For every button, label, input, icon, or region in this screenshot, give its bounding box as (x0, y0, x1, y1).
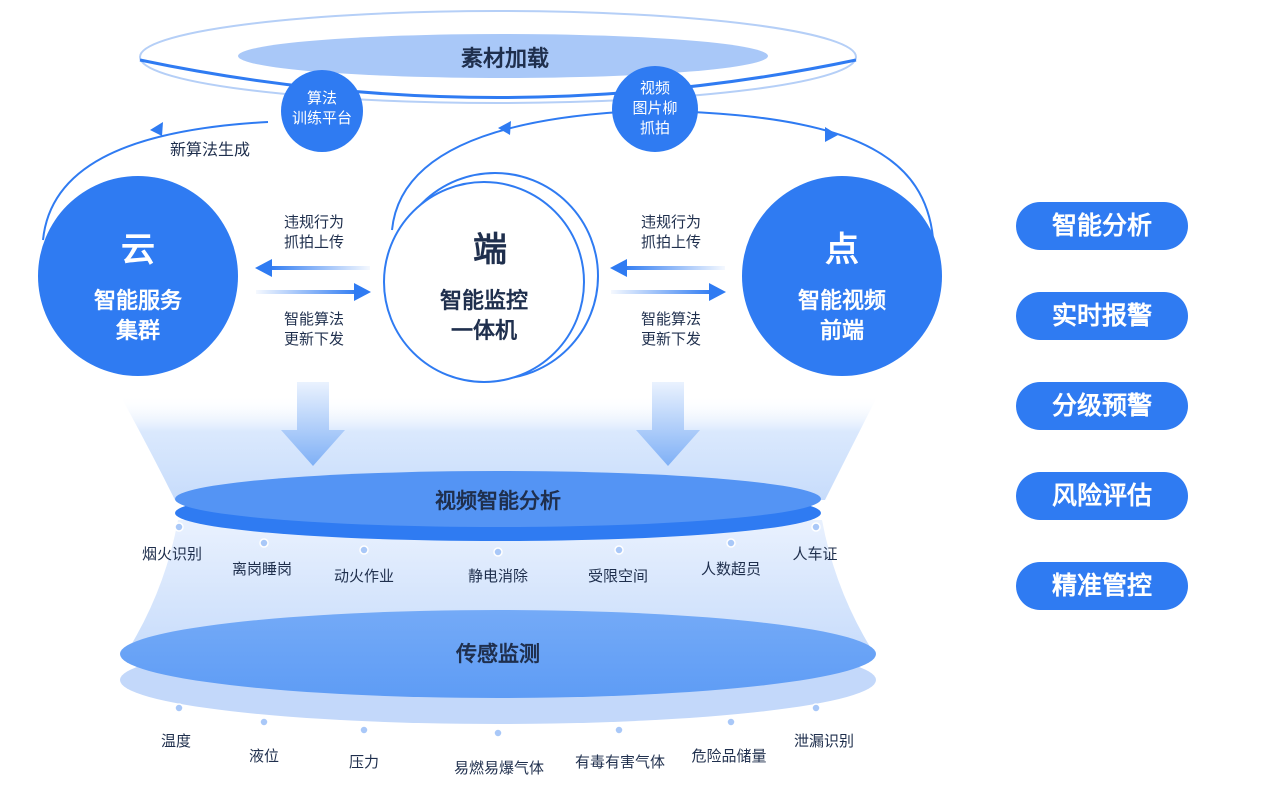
top-ring-front (139, 58, 857, 99)
sensor-item: 温度 (160, 732, 191, 750)
cloud-label-line2: 集群 (115, 319, 160, 344)
edge-label-line2: 一体机 (450, 319, 517, 344)
left-download-label: 智能算法 更新下发 (266, 309, 362, 349)
video-item-dot (614, 545, 624, 555)
train-platform-line2: 训练平台 (291, 109, 352, 127)
cloud-glyph: 云 (121, 230, 155, 270)
cloud-label: 智能服务 集群 (38, 287, 238, 347)
right-upload-label: 违规行为 抓拍上传 (623, 212, 719, 252)
edge-node (383, 181, 585, 383)
point-node (742, 176, 942, 376)
video-item-dot (359, 545, 369, 555)
right-upload-line1: 违规行为 (640, 213, 701, 231)
left-download-arrow (256, 283, 371, 301)
feature-pill-precise-control[interactable]: 精准管控 (1016, 562, 1188, 610)
right-upload-line2: 抓拍上传 (640, 233, 701, 251)
capture-line2: 图片柳 (632, 99, 678, 117)
left-upload-label: 违规行为 抓拍上传 (266, 212, 362, 252)
sensor-item: 液位 (248, 747, 279, 765)
down-arrow-left (281, 382, 345, 466)
video-item-dot (174, 522, 184, 532)
video-item: 受限空间 (587, 567, 648, 585)
video-item: 烟火识别 (141, 545, 202, 563)
new-algorithm-label: 新算法生成 (170, 140, 251, 159)
right-download-line2: 更新下发 (640, 330, 701, 348)
sensor-item: 有毒有害气体 (574, 753, 665, 771)
capture-line1: 视频 (639, 79, 670, 97)
sensor-item-dot (726, 717, 736, 727)
sensor-item-dot (614, 725, 624, 735)
left-download-line2: 更新下发 (283, 330, 344, 348)
video-item: 静电消除 (467, 567, 528, 585)
top-ring-label: 素材加载 (460, 47, 549, 72)
capture-label: 视频 图片柳 抓拍 (615, 78, 695, 138)
video-item: 动火作业 (333, 567, 394, 585)
video-item: 离岗睡岗 (231, 560, 292, 578)
capture-line3: 抓拍 (639, 119, 670, 137)
video-item-dot (259, 538, 269, 548)
point-label: 智能视频 前端 (742, 287, 942, 347)
orbit-arrowhead-left (150, 122, 163, 136)
sensor-item: 危险品储量 (691, 747, 767, 765)
sensor-item-dot (811, 703, 821, 713)
point-label-line1: 智能视频 (797, 289, 886, 314)
video-layer-title: 视频智能分析 (435, 489, 561, 513)
feature-pill-realtime-alarm[interactable]: 实时报警 (1016, 292, 1188, 340)
cloud-node (38, 176, 238, 376)
sensor-item-dot (259, 717, 269, 727)
feature-pill-risk-assessment[interactable]: 风险评估 (1016, 472, 1188, 520)
sensor-item: 泄漏识别 (793, 732, 854, 750)
point-glyph: 点 (825, 230, 859, 270)
sensor-item-dot (493, 728, 503, 738)
left-upload-arrow (255, 259, 370, 277)
sensor-item-dot (359, 725, 369, 735)
train-platform-label: 算法 训练平台 (282, 88, 362, 128)
feature-pill-graded-warning[interactable]: 分级预警 (1016, 382, 1188, 430)
edge-label: 智能监控 一体机 (384, 287, 584, 347)
top-ring-inner (238, 34, 768, 78)
right-download-arrow (611, 283, 726, 301)
top-ring-outer (139, 10, 857, 104)
left-upload-line1: 违规行为 (283, 213, 344, 231)
cloud-label-line1: 智能服务 (93, 289, 182, 314)
edge-glyph: 端 (473, 230, 507, 270)
sensor-disc-top (120, 610, 876, 698)
orbit-arrowhead-right (825, 127, 838, 142)
sensor-item: 压力 (348, 753, 379, 771)
video-item: 人车证 (792, 545, 838, 563)
sensor-item-dot (174, 703, 184, 713)
point-label-line2: 前端 (819, 319, 864, 344)
right-download-label: 智能算法 更新下发 (623, 309, 719, 349)
video-item-dot (726, 538, 736, 548)
feature-pill-intelligent-analysis[interactable]: 智能分析 (1016, 202, 1188, 250)
left-upload-line2: 抓拍上传 (283, 233, 344, 251)
right-upload-arrow (610, 259, 725, 277)
orbit-arc-left (42, 121, 269, 241)
right-download-line1: 智能算法 (640, 310, 701, 328)
orbit-arc-center (391, 111, 621, 231)
capture-bubble (612, 66, 698, 152)
train-platform-line1: 算法 (306, 89, 337, 107)
left-download-line1: 智能算法 (283, 310, 344, 328)
video-item-dot (811, 522, 821, 532)
edge-label-line1: 智能监控 (439, 289, 528, 314)
orbit-arrowhead-center (498, 121, 511, 135)
video-item-dot (493, 547, 503, 557)
video-disc-top (175, 471, 821, 527)
sensor-layer-title: 传感监测 (456, 642, 540, 666)
orbit-arc-right (691, 111, 934, 239)
train-platform-bubble (281, 70, 363, 152)
sensor-item: 易燃易爆气体 (453, 759, 544, 777)
video-item: 人数超员 (700, 560, 761, 578)
down-arrow-right (636, 382, 700, 466)
